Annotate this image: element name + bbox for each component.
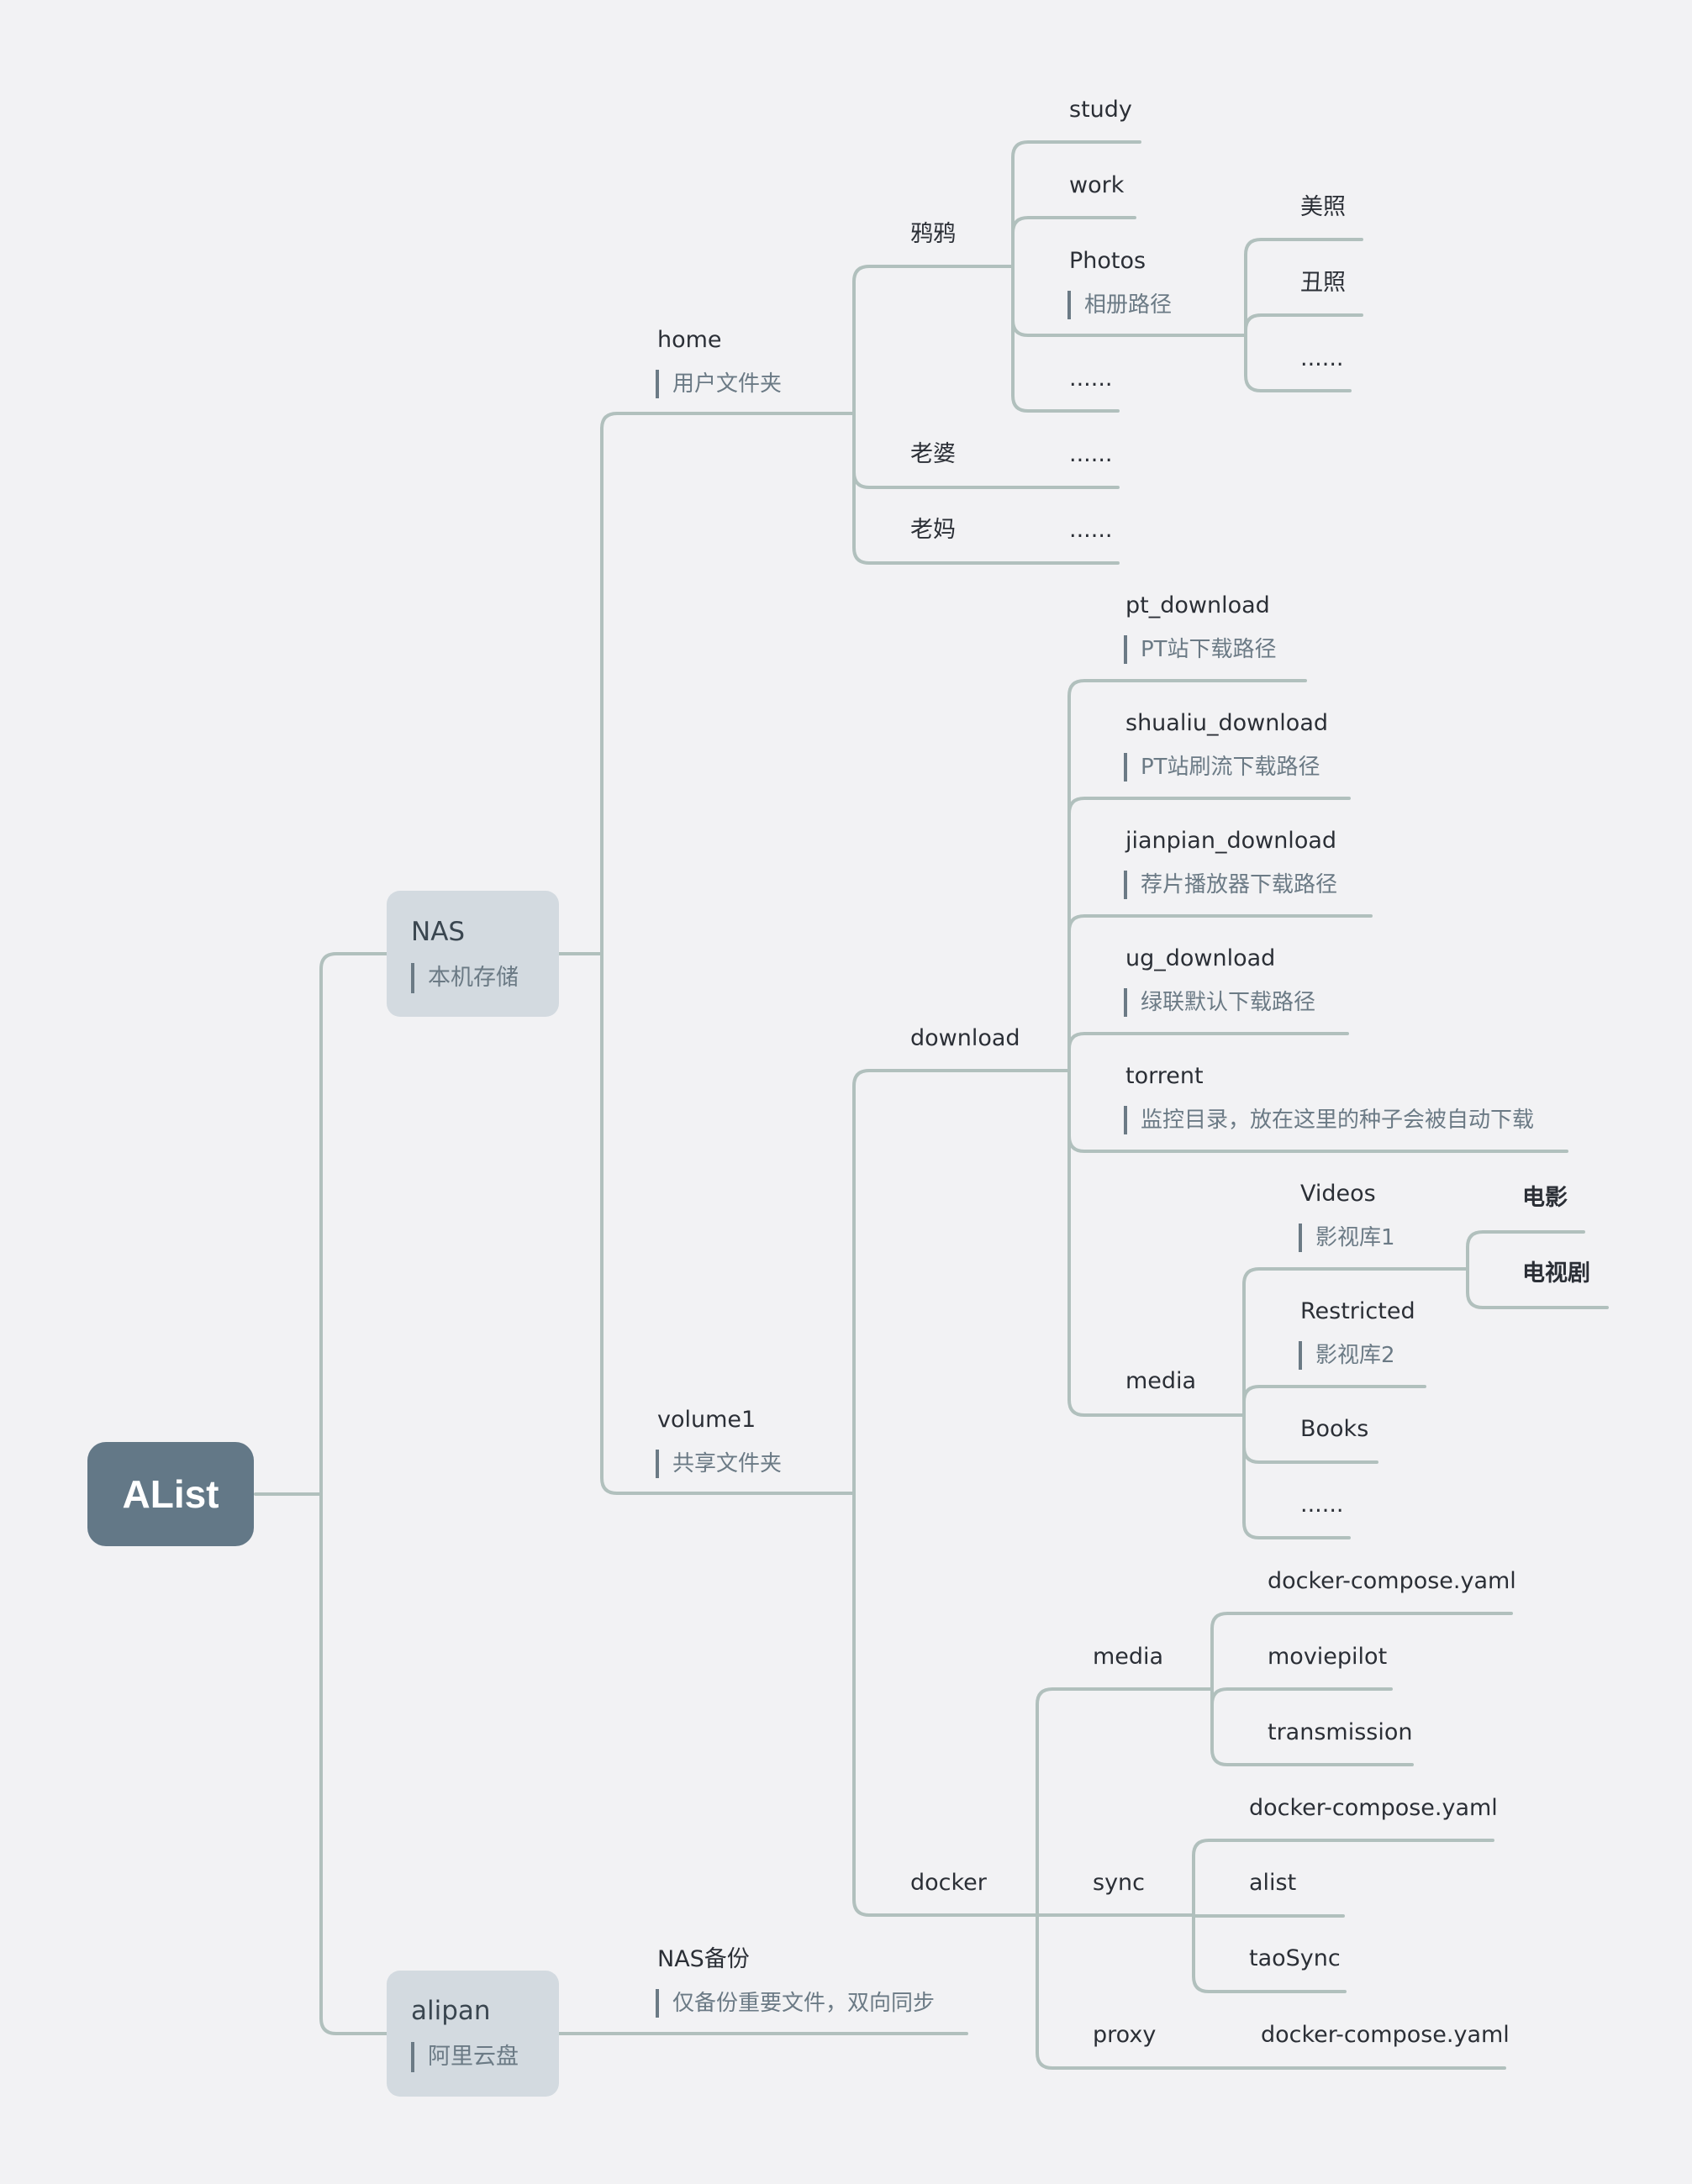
edge-download-pt	[1067, 679, 1307, 1072]
dkmedia-title[interactable]: media	[1093, 1644, 1164, 1670]
edge-home-laoma	[852, 412, 1120, 565]
edge-dmedia-more	[1242, 1413, 1351, 1539]
edge-sync-compose	[1192, 1839, 1494, 1917]
torrent-title[interactable]: torrent	[1125, 1063, 1204, 1089]
restricted-title[interactable]: Restricted	[1300, 1298, 1415, 1324]
photos-more[interactable]: ......	[1300, 345, 1344, 371]
videos-title[interactable]: Videos	[1300, 1181, 1376, 1207]
nas-note: 本机存储	[411, 963, 519, 993]
photos-mei[interactable]: 美照	[1300, 194, 1346, 220]
edge-download-ug	[1067, 1032, 1349, 1072]
yaya-work[interactable]: work	[1069, 172, 1125, 198]
laoma-child[interactable]: ......	[1069, 517, 1113, 543]
photos-note: 相册路径	[1067, 291, 1172, 319]
home-title[interactable]: home	[657, 327, 722, 353]
edge-photos-more	[1244, 334, 1352, 392]
sync-alist[interactable]: alist	[1249, 1870, 1297, 1896]
edge-download-jianpian	[1067, 914, 1373, 1072]
nas-node[interactable]	[387, 891, 559, 1017]
edge-dkmedia-compose	[1210, 1612, 1513, 1691]
proxy-compose[interactable]: docker-compose.yaml	[1261, 2022, 1510, 2048]
edge-photos-mei	[1244, 238, 1363, 337]
sync-title[interactable]: sync	[1093, 1870, 1146, 1896]
edge-dmedia-videos	[1242, 1267, 1469, 1417]
yaya-photos[interactable]: Photos	[1069, 248, 1146, 274]
edge-docker-media	[1036, 1687, 1214, 1917]
backup-title[interactable]: NAS备份	[657, 1946, 750, 1972]
download-title[interactable]: download	[910, 1025, 1020, 1051]
root-title: AList	[122, 1472, 219, 1516]
sync-taosync[interactable]: taoSync	[1249, 1945, 1341, 1971]
jianpian-title[interactable]: jianpian_download	[1125, 828, 1337, 854]
dkmedia-moviepilot[interactable]: moviepilot	[1268, 1644, 1388, 1670]
yaya-title[interactable]: 鸦鸦	[910, 221, 956, 247]
edge-download-media	[1067, 1069, 1246, 1417]
sync-compose[interactable]: docker-compose.yaml	[1249, 1795, 1498, 1821]
edge-docker-proxy	[1036, 1913, 1506, 2070]
torrent-note: 监控目录，放在这里的种子会被自动下载	[1124, 1106, 1534, 1134]
alipan-note: 阿里云盘	[411, 2042, 519, 2072]
edge-download-shualiu	[1067, 797, 1351, 1072]
root-node[interactable]: AList	[87, 1442, 254, 1546]
yaya-more[interactable]: ......	[1069, 366, 1113, 392]
restricted-note: 影视库2	[1299, 1341, 1395, 1370]
nas-title: NAS	[411, 917, 466, 947]
edge-nas-volume1	[600, 952, 856, 1495]
edge-dkmedia-transmission	[1210, 1687, 1414, 1766]
edge-videos-tv	[1466, 1267, 1609, 1309]
alipan-node[interactable]	[387, 1971, 559, 2097]
laoma-title[interactable]: 老妈	[910, 517, 956, 543]
edge-sync-alist	[1192, 1913, 1345, 1918]
videos-movie[interactable]: 电影	[1522, 1185, 1568, 1211]
edge-volume1-download	[852, 1069, 1071, 1495]
volume1-note: 共享文件夹	[656, 1450, 782, 1478]
edge-root-nas	[319, 952, 388, 1496]
photos-chou[interactable]: 丑照	[1300, 270, 1346, 296]
ug-title[interactable]: ug_download	[1125, 945, 1276, 971]
pt-title[interactable]: pt_download	[1125, 592, 1270, 618]
shualiu-title[interactable]: shualiu_download	[1125, 710, 1329, 736]
videos-note: 影视库1	[1299, 1224, 1395, 1252]
edge-yaya-work	[1011, 216, 1136, 268]
edge-videos-movie	[1466, 1230, 1585, 1271]
shualiu-note: PT站刷流下载路径	[1124, 753, 1320, 782]
volume1-title[interactable]: volume1	[657, 1407, 756, 1433]
docker-title[interactable]: docker	[910, 1870, 987, 1896]
ug-note: 绿联默认下载路径	[1124, 988, 1315, 1017]
alipan-title: alipan	[411, 1996, 491, 2026]
edge-sync-taosync	[1192, 1913, 1347, 1993]
edge-yaya-more	[1011, 265, 1120, 413]
jianpian-note: 荐片播放器下载路径	[1124, 871, 1337, 899]
edge-yaya-study	[1011, 140, 1141, 268]
books-title[interactable]: Books	[1300, 1416, 1369, 1442]
dmedia-more[interactable]: ......	[1300, 1492, 1344, 1518]
videos-tv[interactable]: 电视剧	[1522, 1260, 1590, 1287]
edge-dkmedia-moviepilot	[1210, 1687, 1393, 1706]
pt-note: PT站下载路径	[1124, 635, 1277, 664]
dmedia-title[interactable]: media	[1125, 1368, 1197, 1394]
laopo-child[interactable]: ......	[1069, 441, 1113, 467]
home-note: 用户文件夹	[656, 370, 782, 398]
edge-nas-home	[600, 412, 856, 955]
proxy-title[interactable]: proxy	[1093, 2022, 1157, 2048]
edge-root-alipan	[319, 1492, 388, 2035]
laopo-title[interactable]: 老婆	[910, 441, 956, 467]
edge-volume1-docker	[852, 1492, 1039, 1917]
dkmedia-compose[interactable]: docker-compose.yaml	[1268, 1568, 1516, 1594]
edge-dmedia-restricted	[1242, 1385, 1426, 1417]
edge-photos-chou	[1244, 313, 1363, 337]
dkmedia-transmission[interactable]: transmission	[1268, 1719, 1413, 1745]
backup-note: 仅备份重要文件，双向同步	[656, 1989, 935, 2018]
edge-home-yaya	[852, 265, 1015, 415]
yaya-study[interactable]: study	[1069, 97, 1132, 123]
